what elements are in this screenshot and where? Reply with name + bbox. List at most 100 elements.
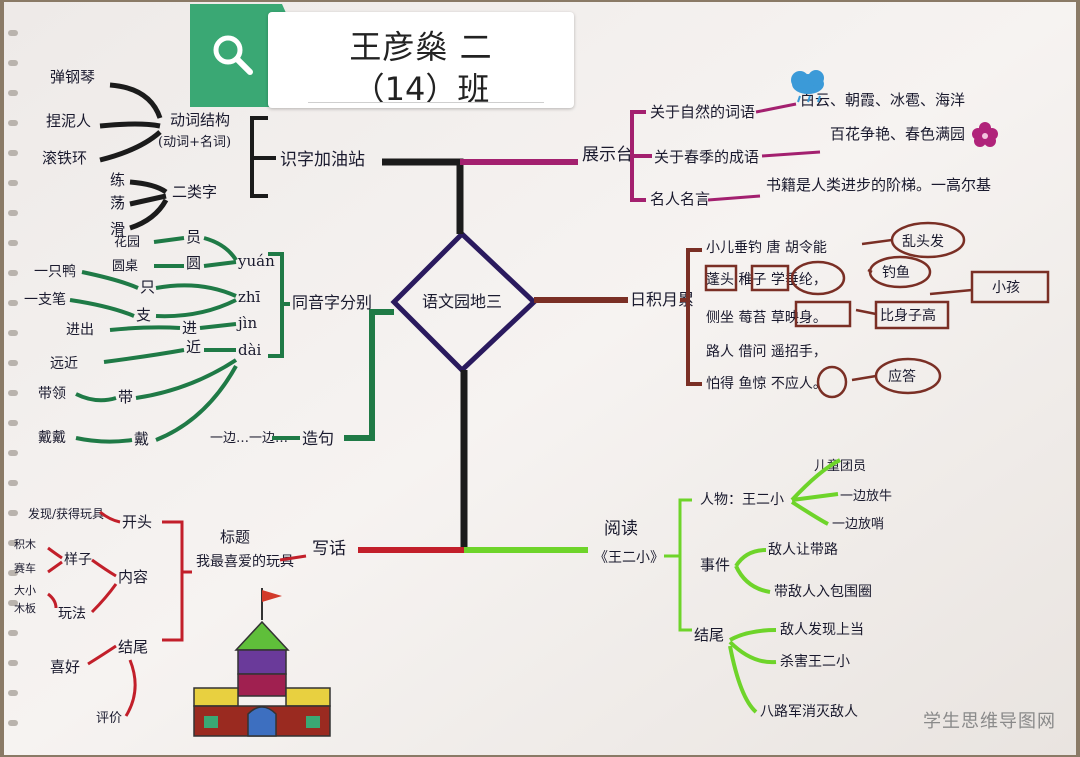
shijian-item: 敌人让带路 (768, 542, 838, 558)
castle-icon (193, 588, 331, 737)
tongyin-char: 近 (186, 338, 201, 356)
riji-note: 钓鱼 (882, 264, 910, 281)
neirong-item: 玩法 (58, 606, 86, 622)
zhanshi-row-value: 白云、朝霞、冰雹、海洋 (800, 91, 965, 109)
tongyin-char: 只 (140, 278, 155, 296)
xiehua-topic: 我最喜爱的玩具 (196, 554, 294, 570)
tongyin-word: 进出 (66, 322, 94, 338)
neirong-label: 内容 (118, 568, 148, 586)
zhanshi-bracket (630, 110, 652, 202)
renwu-item: 一边放牛 (840, 489, 892, 504)
riji-note-shapes (704, 221, 1050, 399)
dongci-item: 捏泥人 (46, 112, 91, 130)
pinyin: zhī (238, 288, 261, 306)
jiewei-yuedu-item: 敌人发现上当 (780, 622, 864, 638)
tongyin-char: 员 (186, 228, 201, 246)
xiehua-topic-line (279, 554, 307, 562)
yuedu-curves (728, 458, 841, 714)
page-subtitle: （14）班 (352, 70, 490, 108)
tongyin-bracket (268, 252, 290, 358)
tongyin-word: 圆桌 (112, 259, 138, 274)
tongyin-word: 戴戴 (38, 430, 66, 446)
page-title: 王彦燊 二 (349, 28, 493, 66)
flower-icon (972, 122, 998, 147)
spiral-holes (8, 30, 18, 726)
xiehua-topic-label: 标题 (220, 528, 250, 546)
branch-tongyin-label: 同音字分别 (292, 293, 372, 312)
tongyin-char: 支 (136, 306, 151, 324)
riji-note: 乱头发 (902, 234, 944, 250)
tongyin-word: 花园 (114, 234, 140, 250)
riji-note: 比身子高 (880, 307, 936, 324)
neirong-example: 积木 (14, 538, 36, 551)
xiehua-curves (47, 510, 137, 717)
shijian-item: 带敌人入包围圈 (774, 584, 872, 600)
title-divider (308, 102, 544, 103)
kaitou-label: 开头 (122, 513, 152, 531)
center-label: 语文园地三 (422, 292, 502, 311)
zhanshi-row-label: 关于自然的词语 (650, 103, 755, 121)
branch-zaoju-label: 造句 (302, 429, 334, 448)
neirong-example: 木板 (14, 601, 36, 615)
tongyin-word: 一只鸭 (34, 264, 76, 280)
zhanshi-row-value: 书籍是人类进步的阶梯。一高尔基 (766, 176, 991, 194)
jiewei-yuedu-label: 结尾 (694, 626, 724, 644)
pinyin: dài (238, 341, 262, 359)
zhanshi-row-label: 关于春季的成语 (654, 148, 759, 166)
shijian-label: 事件 (700, 556, 730, 574)
kaitou-item: 发现/获得玩具 (28, 506, 104, 521)
jiewei-item: 评价 (96, 711, 122, 726)
branch-riji-label: 日积月累 (630, 290, 694, 309)
shizi-curves (99, 82, 169, 231)
zhanshi-row-label: 名人名言 (650, 190, 710, 208)
tongyin-char: 进 (182, 319, 197, 337)
search-icon[interactable] (208, 30, 256, 78)
trunk-left (344, 309, 394, 441)
riji-row: 路人 借问 遥招手， (706, 344, 827, 360)
zaoju-pattern: 一边…一边… (210, 431, 288, 446)
zhanshi-lines (707, 102, 821, 202)
tongyin-curves (69, 236, 238, 444)
jiewei-yuedu-item: 八路军消灭敌人 (760, 704, 858, 720)
tongyin-word: 远近 (50, 356, 78, 372)
erleizi-item: 荡 (110, 194, 125, 212)
riji-note: 应答 (888, 368, 916, 385)
tongyin-char: 戴 (134, 430, 149, 448)
title-badge: 王彦燊 二 （14）班 (190, 4, 575, 108)
erleizi-label: 二类字 (172, 183, 217, 201)
jiewei-yuedu-item: 杀害王二小 (780, 654, 850, 670)
tongyin-char: 带 (118, 388, 133, 406)
tongyin-word: 带领 (38, 386, 66, 402)
xiehua-bracket (162, 520, 192, 642)
yuedu-book: 《王二小》 (594, 550, 664, 566)
tongyin-word: 一支笔 (24, 292, 66, 308)
dongci-sublabel: (动词+名词) (158, 134, 231, 150)
branch-zhanshi-label: 展示台 (582, 145, 633, 165)
riji-row: 蓬头 稚子 学垂纶， (706, 272, 827, 288)
riji-row: 小儿垂钓 唐 胡令能 (706, 239, 827, 256)
neirong-example: 大小 (14, 583, 36, 597)
shizi-bracket (250, 116, 276, 198)
tongyin-char: 圆 (186, 254, 201, 272)
title-card: 王彦燊 二 （14）班 (268, 12, 574, 108)
erleizi-item: 滑 (110, 220, 125, 238)
yuedu-bracket (664, 498, 692, 632)
neirong-example: 赛车 (14, 561, 36, 575)
erleizi-item: 练 (110, 171, 125, 189)
renwu-label: 人物：王二小 (700, 492, 784, 508)
riji-row: 侧坐 莓苔 草映身。 (706, 309, 827, 326)
jiewei-item: 喜好 (50, 658, 80, 676)
jiewei-label: 结尾 (118, 638, 148, 656)
riji-row: 怕得 鱼惊 不应人。 (706, 375, 827, 392)
neirong-item: 样子 (64, 552, 92, 568)
cloud-icon (791, 70, 824, 103)
branch-xiehua-label: 写话 (312, 539, 346, 559)
dongci-label: 动词结构 (170, 111, 230, 129)
riji-note: 小孩 (992, 280, 1020, 296)
watermark: 学生思维导图网 (923, 711, 1056, 732)
renwu-item: 一边放哨 (832, 517, 884, 532)
dongci-item: 滚铁环 (42, 149, 87, 167)
zhanshi-row-value: 百花争艳、春色满园 (830, 125, 965, 143)
